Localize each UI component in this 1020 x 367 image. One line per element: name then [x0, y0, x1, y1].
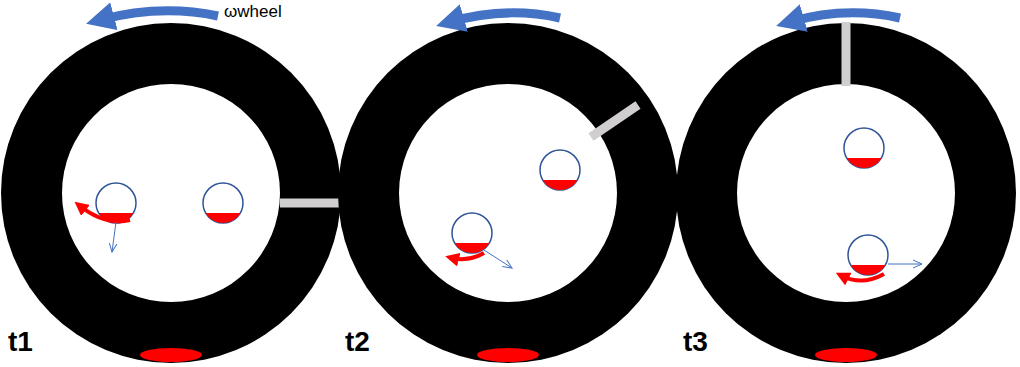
rotation-arrow	[790, 13, 900, 22]
rotation-label: ωwheel	[224, 2, 282, 22]
velocity-arrow	[112, 222, 116, 252]
ball	[540, 150, 580, 190]
time-label: t1	[8, 326, 33, 358]
wheel	[1, 23, 341, 363]
spin-arrow	[452, 253, 484, 259]
rotation-arrow	[450, 13, 560, 22]
velocity-arrow	[888, 264, 922, 265]
rotation-arrow	[100, 11, 218, 20]
velocity-arrow	[484, 250, 512, 268]
spin-arrow	[80, 206, 130, 221]
spin-arrow	[842, 274, 884, 281]
ball	[844, 128, 884, 168]
wheel	[338, 23, 678, 363]
wheel	[676, 22, 1016, 363]
time-label: t3	[683, 326, 708, 358]
ball	[203, 183, 243, 223]
ball	[452, 213, 492, 253]
ball	[848, 235, 888, 275]
time-label: t2	[345, 326, 370, 358]
